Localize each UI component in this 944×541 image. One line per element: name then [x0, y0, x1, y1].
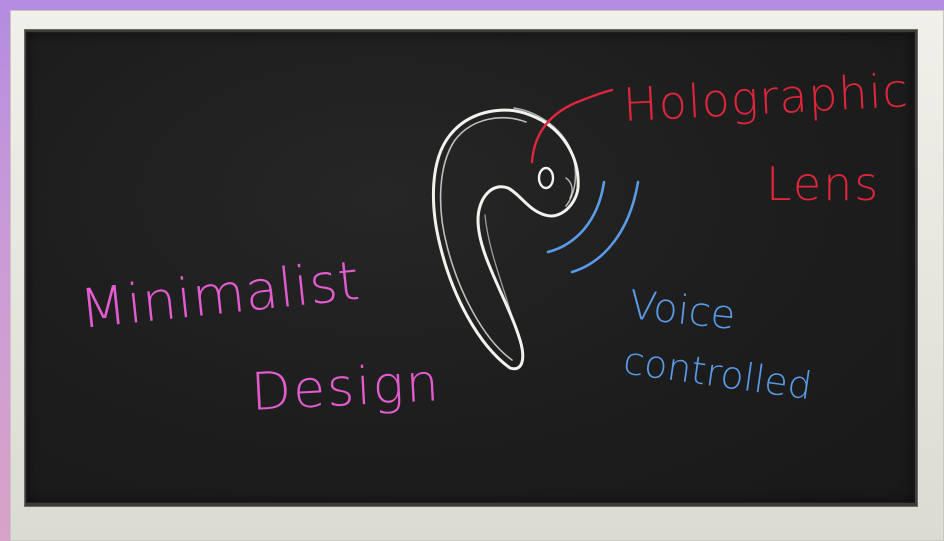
chalkboard-surface — [26, 32, 915, 503]
holographic-label: Holographic — [622, 63, 910, 132]
voice-label: Voice — [627, 282, 738, 339]
minimalist-label: Minimalist — [77, 249, 363, 341]
controlled-label: controlled — [621, 338, 815, 408]
earbud-device-sketch-icon — [432, 107, 580, 371]
design-label: Design — [250, 353, 443, 423]
lens-label: Lens — [766, 157, 880, 211]
pointer-line-icon — [530, 88, 614, 164]
sound-waves-icon — [546, 180, 640, 274]
